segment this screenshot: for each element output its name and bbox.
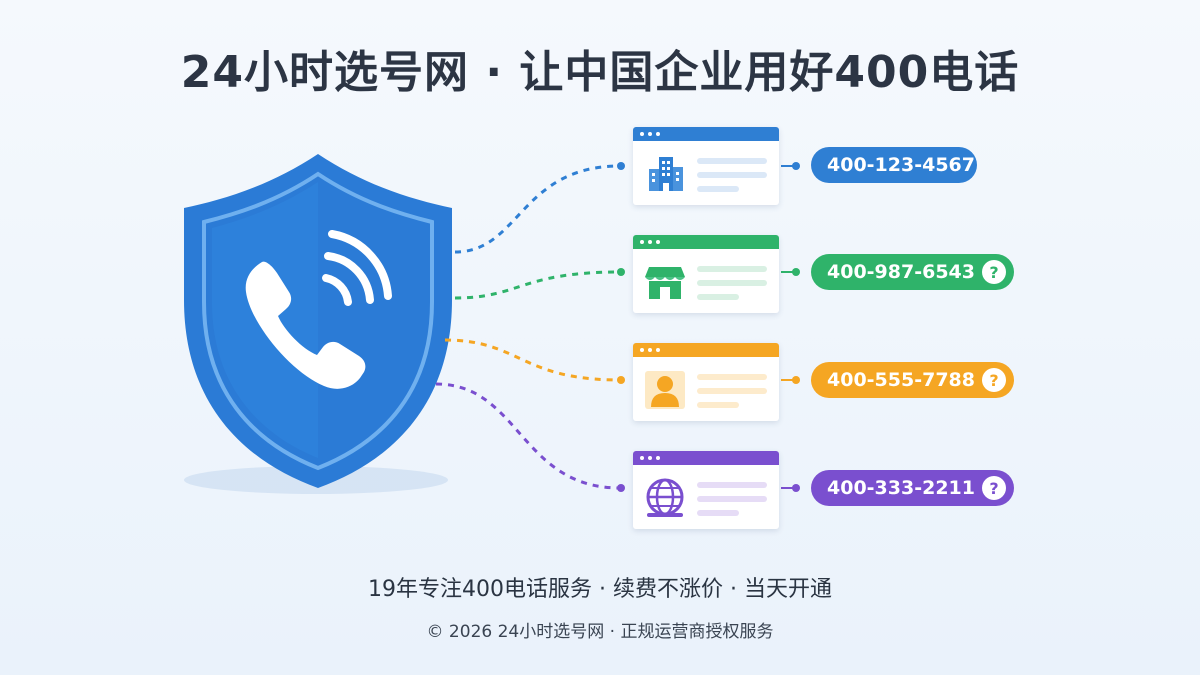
connector-4 (435, 382, 621, 490)
connector-2 (454, 270, 621, 300)
phone-number-2: 400-987-6543 (827, 261, 975, 283)
phone-number-pill-2[interactable]: 400-987-6543 ? (811, 254, 1014, 290)
building-icon (649, 157, 683, 191)
connector-1-out-dot (792, 162, 800, 170)
card-globe (633, 451, 779, 529)
shield (184, 154, 452, 488)
phone-number-pill-3[interactable]: 400-555-7788 ? (811, 362, 1014, 398)
question-icon[interactable]: ? (982, 368, 1006, 392)
connector-2-dot (617, 268, 625, 276)
connector-3-dot (617, 376, 625, 384)
connector-3-out-dot (792, 376, 800, 384)
shop-icon (645, 267, 685, 299)
question-icon[interactable]: ? (982, 476, 1006, 500)
connector-4-dot (617, 484, 625, 492)
connector-4-out-dot (792, 484, 800, 492)
phone-number-4: 400-333-2211 (827, 477, 975, 499)
card-building (633, 127, 779, 205)
copyright: © 2026 24小时选号网 · 正规运营商授权服务 (426, 622, 774, 642)
phone-number-3: 400-555-7788 (827, 369, 975, 391)
phone-number-pill-4[interactable]: 400-333-2211 ? (811, 470, 1014, 506)
globe-icon (646, 478, 684, 517)
card-shop (633, 235, 779, 313)
phone-number-1: 400-123-4567 (827, 154, 975, 176)
connector-2-out-dot (792, 268, 800, 276)
question-icon[interactable]: ? (982, 260, 1006, 284)
phone-icon (245, 230, 392, 389)
tagline: 19年专注400电话服务 · 续费不涨价 · 当天开通 (368, 577, 832, 602)
connector-1 (454, 164, 621, 254)
connector-3 (444, 338, 621, 382)
card-person (633, 343, 779, 421)
connector-1-dot (617, 162, 625, 170)
phone-number-pill-1[interactable]: 400-123-4567 (811, 147, 977, 183)
page-title: 24小时选号网 · 让中国企业用好400电话 (180, 47, 1020, 98)
person-icon (645, 371, 685, 409)
